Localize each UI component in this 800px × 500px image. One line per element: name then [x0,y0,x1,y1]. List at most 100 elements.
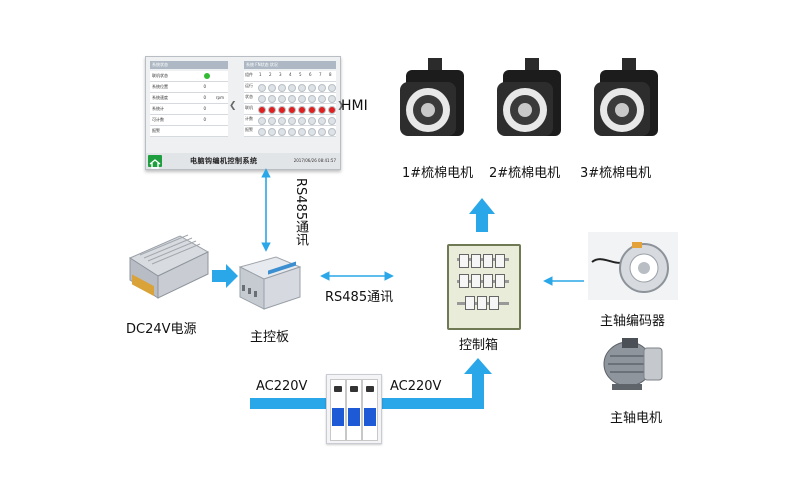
hmi-grid-row-label: 组件 [245,72,253,77]
status-light-icon [278,84,286,92]
status-light-icon [278,95,286,103]
status-light-icon [298,95,306,103]
hmi-datetime: 2017/06/26 08:41:57 [293,158,336,163]
ac-left-label: AC220V [256,379,308,394]
hmi-grid-row: 报警 [244,126,336,137]
hmi-grid-row: 组件 1 2 3 4 5 6 7 8 [244,71,336,82]
status-light-icon [278,106,286,114]
status-light-icon [318,106,326,114]
motor-1-label: 1#梳棉电机 [402,166,474,181]
encoder-icon [588,232,678,300]
control-box-icon [447,244,521,330]
servo-motor-icon [594,58,658,136]
status-light-icon [298,128,306,136]
hmi-status-row: 报警 [150,126,228,137]
status-light-icon [258,106,266,114]
hmi-grid: 组件 1 2 3 4 5 6 7 8 运行状态联机计数报警 [244,71,336,137]
status-light-icon [308,128,316,136]
hmi-grid-number: 1 [259,72,262,77]
hmi-grid-row-label: 运行 [245,83,253,88]
chevron-left-icon[interactable]: ❮ [229,101,237,111]
status-light-icon [308,95,316,103]
power-arrow [212,264,238,288]
hmi-grid-number: 3 [279,72,282,77]
status-light-icon [308,117,316,125]
chevron-right-icon[interactable]: ❯ [337,101,345,111]
hmi-grid-number: 6 [309,72,312,77]
status-light-icon [328,117,336,125]
hmi-grid-row-label: 计数 [245,116,253,121]
motor-3-label: 3#梳棉电机 [580,166,652,181]
status-light-icon [318,128,326,136]
status-light-icon [278,128,286,136]
status-light-icon [288,95,296,103]
status-light-icon [258,117,266,125]
hmi-grid-row: 计数 [244,115,336,126]
hmi-grid-row: 运行 [244,82,336,93]
hmi-status-row: 联机状态 [150,71,228,82]
power-supply-icon [128,234,210,299]
hmi-grid-row: 状态 [244,93,336,104]
home-icon[interactable] [148,155,162,169]
hmi-grid-row-label: 报警 [245,127,253,132]
hmi-grid-number: 4 [289,72,292,77]
ac-right-label: AC220V [390,379,442,394]
spindle-motor-label: 主轴电机 [610,411,663,426]
servo-motor-2 [495,58,565,142]
status-light-icon [328,106,336,114]
rs485-vertical-label: RS485通讯 [293,178,308,247]
status-light-icon [258,84,266,92]
hmi-grid-row-label: 联机 [245,105,253,110]
hmi-grid-number: 2 [269,72,272,77]
status-light-icon [288,84,296,92]
status-light-icon [278,117,286,125]
hmi-right-header: 系统 FN状态 状况 [244,61,336,69]
status-light-icon [308,84,316,92]
status-light-icon [268,128,276,136]
status-light-icon [258,128,266,136]
motor-2-label: 2#梳棉电机 [489,166,561,181]
status-light-icon [288,128,296,136]
circuit-breaker-icon [326,374,382,444]
servo-motor-icon [497,58,561,136]
status-light-icon [268,84,276,92]
status-light-icon [288,117,296,125]
status-light-icon [318,117,326,125]
status-light-icon [268,106,276,114]
hmi-grid-number: 5 [299,72,302,77]
rs485-horizontal-label: RS485通讯 [325,290,394,305]
hmi-grid-number: 8 [329,72,332,77]
motor-arrow [469,198,495,232]
status-light-icon [328,128,336,136]
status-light-icon [308,106,316,114]
servo-motor-icon [400,58,464,136]
status-light-icon [268,95,276,103]
hmi-status-grid: 系统 FN状态 状况 组件 1 2 3 4 5 6 7 8 运行状态联机计数报警 [244,61,336,137]
hmi-grid-number: 7 [319,72,322,77]
status-light-icon [298,84,306,92]
status-indicator-icon [204,73,210,79]
hmi-grid-row-label: 状态 [245,94,253,99]
control-box-label: 控制箱 [459,338,499,353]
main-board-icon [238,256,302,310]
power-supply-label: DC24V电源 [126,322,197,337]
hmi-footer: 电脑钩编机控制系统 2017/06/26 08:41:57 [146,153,340,169]
encoder-label: 主轴编码器 [600,314,666,329]
status-light-icon [328,84,336,92]
main-board-label: 主控板 [250,330,290,345]
status-light-icon [298,106,306,114]
spindle-motor-icon [603,338,663,390]
status-light-icon [318,84,326,92]
status-light-icon [318,95,326,103]
servo-motor-1 [398,58,468,142]
status-light-icon [258,95,266,103]
hmi-title: 电脑钩编机控制系统 [190,157,258,165]
hmi-left-header: 系统状态 [150,61,228,69]
